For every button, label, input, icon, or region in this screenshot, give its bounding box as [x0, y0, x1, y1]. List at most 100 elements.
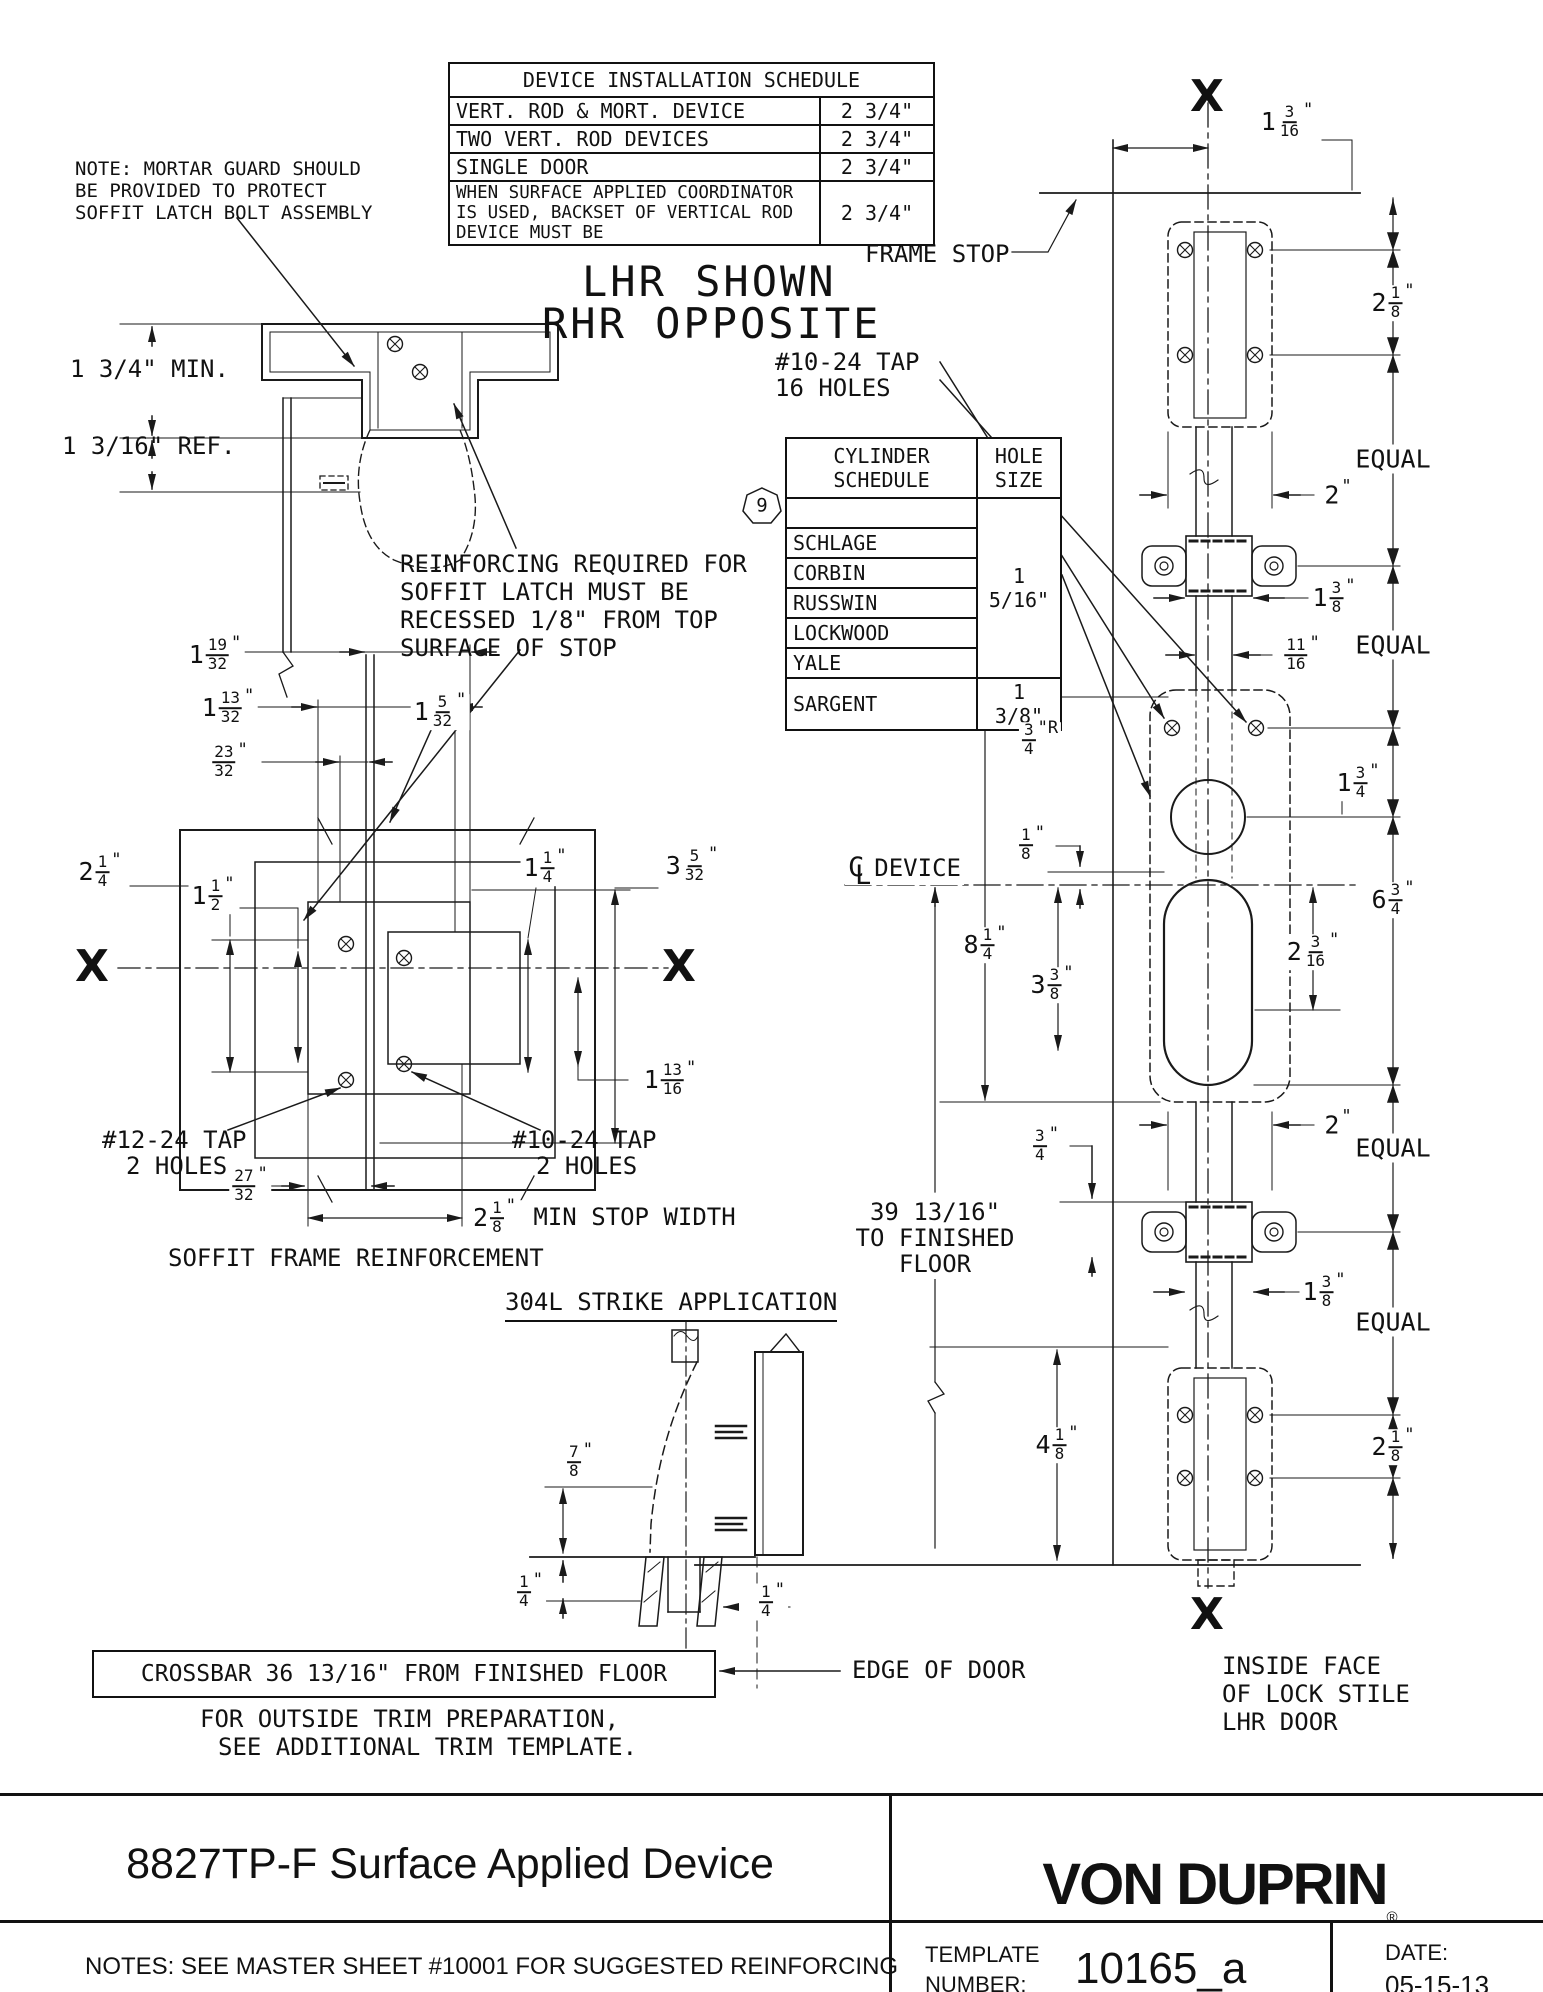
cylinder-row: LOCKWOOD [785, 617, 978, 649]
reinforcing-note-line: SURFACE OF STOP [400, 634, 617, 662]
master-sheet-note: NOTES: SEE MASTER SHEET #10001 FOR SUGGE… [85, 1953, 899, 1980]
brand-logo: VON DUPRIN® [1000, 1850, 1440, 1927]
tap-10-24-label-line: #10-24 TAP [512, 1126, 657, 1154]
titleblock-divider [889, 1793, 892, 1992]
to-finished-floor-line: TO FINISHED [851, 1224, 1019, 1254]
cylinder-row: YALE [785, 647, 978, 679]
cylinder-group-hole-size: 1 5/16" [976, 497, 1062, 679]
mortar-guard-note-line: SOFFIT LATCH BOLT ASSEMBLY [75, 202, 373, 224]
section-x-marker: X [662, 941, 696, 992]
template-number-label-line: TEMPLATE [925, 1942, 1040, 1967]
section-x-marker: X [1190, 71, 1224, 122]
template-number-label-line: NUMBER: [925, 1972, 1027, 1992]
inside-face-label-line: OF LOCK STILE [1222, 1680, 1410, 1708]
tap-16-holes-label-line: #10-24 TAP [775, 348, 920, 376]
sheet-title: 8827TP-F Surface Applied Device [126, 1840, 774, 1888]
schedule-row-label: VERT. ROD & MORT. DEVICE [448, 96, 821, 126]
edge-of-door-label: EDGE OF DOOR [848, 1656, 1030, 1686]
to-finished-floor-line: 39 13/16" [865, 1198, 1005, 1228]
section-x-marker: X [1190, 1589, 1224, 1640]
section-x-marker: X [75, 941, 109, 992]
dim-2-inch-top: 2" [1321, 477, 1355, 510]
outside-trim-note-line: FOR OUTSIDE TRIM PREPARATION, [200, 1705, 620, 1733]
cylinder-row: SCHLAGE [785, 527, 978, 559]
reinforcing-note-line: RECESSED 1/8" FROM TOP [400, 606, 718, 634]
schedule-row-value: 2 3/4" [819, 124, 935, 154]
inside-face-label-line: LHR DOOR [1222, 1708, 1338, 1736]
reinforcing-note-line: SOFFIT LATCH MUST BE [400, 578, 689, 606]
tap-12-24-label-line: 2 HOLES [126, 1152, 228, 1180]
cylinder-sargent-value: 1 3/8" [976, 677, 1062, 731]
equal-spacing-label: EQUAL [1352, 630, 1434, 660]
titleblock-border [0, 1793, 1543, 1796]
schedule-row-label: WHEN SURFACE APPLIED COORDINATOR IS USED… [448, 179, 821, 247]
cylinder-row: RUSSWIN [785, 587, 978, 619]
schedule-title: DEVICE INSTALLATION SCHEDULE [448, 62, 935, 98]
equal-spacing-label: EQUAL [1352, 1133, 1434, 1163]
crossbar-note-box: CROSSBAR 36 13/16" FROM FINISHED FLOOR [92, 1650, 716, 1698]
reinforcing-note-line: REINFORCING REQUIRED FOR [400, 550, 747, 578]
mortar-guard-note-line: BE PROVIDED TO PROTECT [75, 180, 327, 202]
outside-trim-note-line: SEE ADDITIONAL TRIM TEMPLATE. [218, 1733, 638, 1761]
schedule-row: WHEN SURFACE APPLIED COORDINATOR IS USED… [448, 179, 935, 247]
crossbar-note-text: CROSSBAR 36 13/16" FROM FINISHED FLOOR [140, 1660, 668, 1687]
titleblock-divider [0, 1920, 1543, 1923]
cylinder-header-1: CYLINDER SCHEDULE [785, 437, 978, 499]
dim-2-inch-bottom: 2" [1321, 1107, 1355, 1140]
schedule-row-label: TWO VERT. ROD DEVICES [448, 124, 821, 154]
reference-badge-9: 9 [756, 494, 768, 517]
equal-spacing-label: EQUAL [1352, 444, 1434, 474]
registered-mark: ® [1386, 1909, 1398, 1926]
schedule-row-label: SINGLE DOOR [448, 152, 821, 182]
inside-face-label-line: INSIDE FACE [1222, 1652, 1381, 1680]
handing-label-lhr: LHR SHOWN [582, 257, 837, 306]
ref-dimension-label: 1 3/16" REF. [62, 432, 236, 460]
tap-10-24-label-line: 2 HOLES [536, 1152, 638, 1180]
template-number-value: 10165_a [1075, 1944, 1247, 1992]
brand-logo-text: VON DUPRIN [1042, 1852, 1388, 1917]
date-label: DATE: [1385, 1940, 1449, 1965]
device-installation-schedule-table: DEVICE INSTALLATION SCHEDULE VERT. ROD &… [448, 62, 935, 247]
frame-stop-label: FRAME STOP [865, 240, 1010, 268]
to-finished-floor-line: FLOOR [894, 1250, 976, 1280]
tap-16-holes-label-line: 16 HOLES [775, 374, 891, 402]
titleblock-divider [1330, 1920, 1333, 1992]
schedule-row-value: 2 3/4" [819, 96, 935, 126]
min-dimension-label: 1 3/4" MIN. [70, 355, 229, 383]
soffit-frame-reinforcement-caption: SOFFIT FRAME REINFORCEMENT [168, 1244, 544, 1272]
equal-spacing-label: EQUAL [1352, 1307, 1434, 1337]
cylinder-header-2: HOLE SIZE [976, 437, 1062, 499]
tap-12-24-label-line: #12-24 TAP [102, 1126, 247, 1154]
cylinder-row: CORBIN [785, 557, 978, 589]
date-value: 05-15-13 [1385, 1970, 1490, 1992]
